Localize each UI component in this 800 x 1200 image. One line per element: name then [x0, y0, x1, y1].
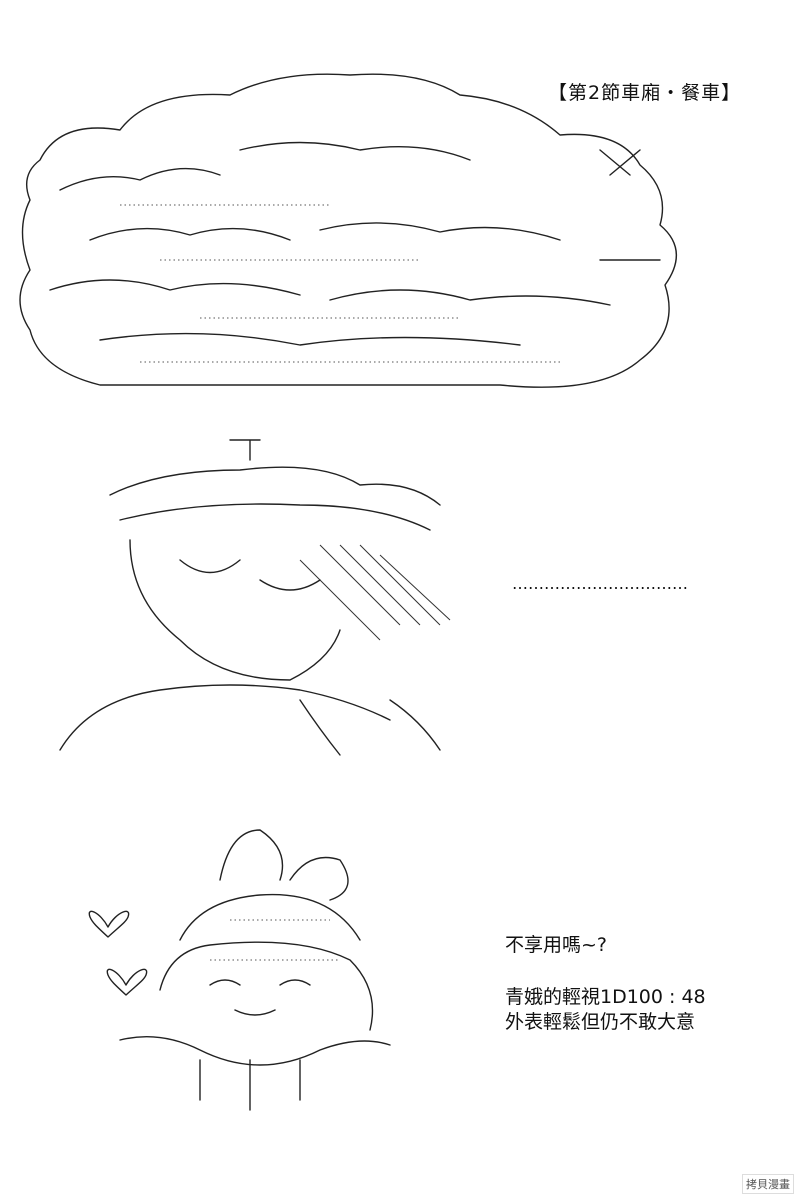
scene-title: 【第2節車廂・餐車】: [548, 82, 742, 104]
crowd-illustration: [19, 73, 678, 388]
heart-icon: [106, 968, 148, 996]
watermark: 拷貝漫畫: [742, 1174, 794, 1194]
dialogue-line-1: 不享用嗎~?: [505, 934, 608, 956]
character-with-hat-illustration: [59, 439, 451, 756]
dialogue-line-3: 外表輕鬆但仍不敢大意: [505, 1011, 696, 1033]
small-character-illustration: [119, 829, 391, 1111]
ellipsis-text: ……………………………: [512, 574, 688, 593]
dialogue-line-2: 青娥的輕視1D100 : 48: [505, 986, 706, 1008]
heart-icon: [88, 910, 130, 938]
